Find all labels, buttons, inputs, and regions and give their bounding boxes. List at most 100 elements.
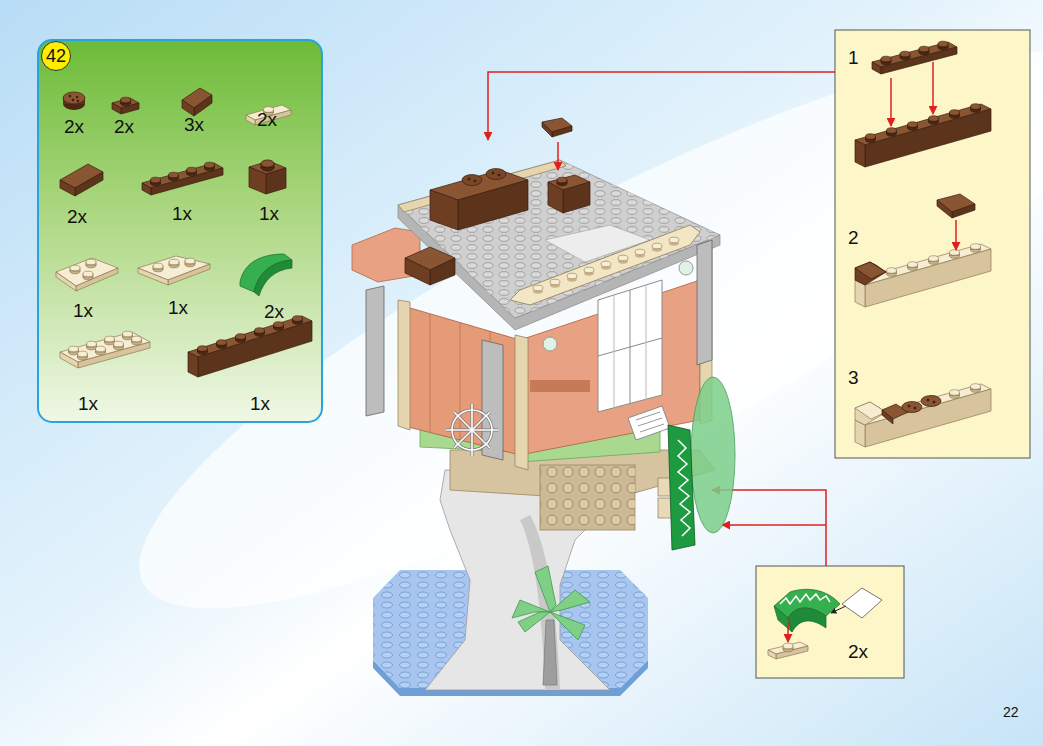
- model: [598, 280, 662, 412]
- text-holder: 2x: [264, 302, 284, 322]
- model: [492, 172, 494, 174]
- model: [543, 620, 557, 685]
- part-plate: [151, 177, 161, 186]
- part-quantity: 1x: [250, 393, 270, 414]
- substep-bricks: [882, 410, 893, 424]
- page-number: 22: [1003, 704, 1019, 720]
- part-plate: [142, 162, 223, 195]
- part-wedge-plate: [70, 265, 80, 274]
- model: [614, 295, 615, 408]
- substep-bricks: [872, 62, 881, 74]
- substep-bricks: [855, 41, 991, 447]
- part-brick: [198, 321, 312, 377]
- part-brick: [249, 167, 266, 194]
- model: [498, 174, 500, 176]
- model: [678, 440, 690, 536]
- substep-bricks: [865, 249, 991, 307]
- part-brick: [293, 316, 303, 325]
- part-brick: [188, 316, 312, 377]
- part-quantity: 1x: [78, 393, 98, 414]
- part-brick: [249, 160, 286, 194]
- part-brick: [266, 168, 286, 194]
- substep-shield: [831, 606, 846, 613]
- text-holder: 2x: [67, 207, 87, 227]
- model: [510, 225, 700, 305]
- model: [697, 240, 712, 365]
- substep-shield: [768, 642, 808, 659]
- model: [462, 175, 482, 186]
- substep-shield: [783, 643, 793, 652]
- model: [446, 404, 498, 456]
- substep-bricks: [914, 407, 916, 409]
- part-slope: [182, 100, 194, 116]
- substep-bricks: [932, 62, 934, 114]
- part-brick: [274, 322, 284, 331]
- model: [366, 286, 384, 416]
- part-wedge-plate: [185, 258, 195, 267]
- part-brick: [217, 340, 227, 349]
- substep-bricks: [971, 384, 981, 393]
- panel-ground: [38, 40, 322, 422]
- substep-bricks: [855, 402, 886, 419]
- model: [543, 337, 557, 351]
- part-wedge-plate: [86, 259, 96, 268]
- substep-shield: [780, 594, 830, 604]
- text-holder: 42: [46, 47, 66, 66]
- model: [638, 418, 662, 426]
- quantity-multiplier: 2x: [848, 641, 868, 662]
- model: [352, 118, 735, 696]
- part-wedge-plate: [138, 256, 210, 285]
- subassembly-callout: 2x: [756, 566, 904, 678]
- model: [550, 279, 560, 288]
- part-quantity: 1x: [73, 300, 93, 321]
- model: [636, 412, 660, 420]
- model: [548, 182, 563, 213]
- model: [518, 612, 550, 632]
- part-round-plate: [77, 100, 79, 102]
- part-plate: [151, 168, 223, 195]
- substep-bricks: [950, 110, 960, 119]
- text-holder: 1x: [78, 394, 98, 414]
- part-quantity: 1x: [172, 203, 192, 224]
- model: [474, 180, 476, 182]
- part-slope: [60, 164, 103, 196]
- model: [679, 261, 693, 275]
- part-slope: [182, 88, 212, 116]
- substep-bricks: [866, 134, 876, 143]
- model: [563, 182, 590, 213]
- model: [691, 377, 735, 533]
- text-holder: 1x: [172, 204, 192, 224]
- substep-bricks: [887, 128, 897, 137]
- substep-number: 3: [848, 367, 859, 388]
- part-slope: [75, 172, 103, 196]
- substep-shield: [774, 589, 840, 632]
- part-plate: [132, 336, 142, 345]
- model: [640, 424, 664, 432]
- part-plate: [169, 172, 179, 181]
- substep-shield: [774, 606, 792, 632]
- part-round-plate: [69, 95, 71, 97]
- text-holder: 2: [848, 228, 859, 248]
- text-holder: 2x: [257, 110, 277, 130]
- part-quantity: 2x: [264, 301, 284, 322]
- part-brick: [261, 160, 274, 171]
- model: [646, 285, 647, 400]
- panel-ground: [835, 30, 1030, 458]
- substep-number: 2: [848, 227, 859, 248]
- part-plate: [105, 336, 115, 345]
- model: [405, 258, 430, 285]
- parts-panel: 2x2x3x2x2x1x1x1x1x2x1x1x42: [38, 40, 322, 422]
- substep-number: 1: [848, 47, 859, 68]
- model: [550, 612, 585, 640]
- model: [446, 404, 498, 456]
- model: [398, 160, 720, 318]
- model: [535, 566, 556, 612]
- model: [584, 267, 594, 276]
- substep-bricks: [933, 401, 935, 403]
- part-quantity: 2x: [257, 109, 277, 130]
- model: [454, 412, 490, 448]
- part-plate: [187, 167, 197, 176]
- substep-bricks: [952, 204, 975, 218]
- substep-bricks: [929, 256, 939, 265]
